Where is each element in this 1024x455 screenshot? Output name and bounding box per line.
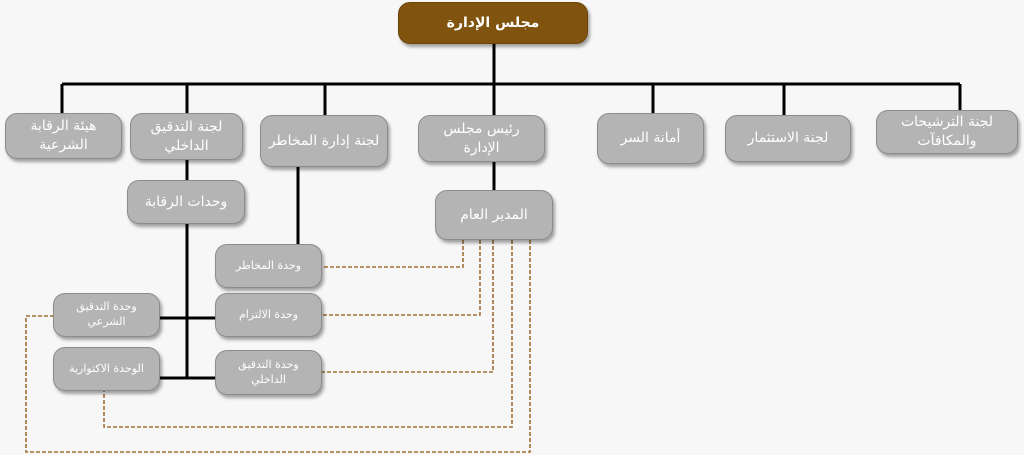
control-units-label: وحدات الرقابة	[144, 193, 228, 210]
control-units-box: وحدات الرقابة	[127, 180, 245, 224]
risk-unit-box: وحدة المخاطر	[215, 244, 322, 288]
general-manager-label: المدير العام	[460, 206, 528, 223]
general-manager-box: المدير العام	[435, 190, 553, 240]
internal-audit-unit-box: وحدة التدقيق الداخلي	[215, 350, 322, 395]
secretariat-box: أمانة السر	[597, 113, 704, 164]
nominations-committee-label: لجنة الترشيحات والمكافآت	[900, 114, 994, 149]
chairman-box: رئيس مجلس الإدارة	[418, 115, 545, 162]
board-label: مجلس الإدارة	[446, 14, 540, 31]
sharia-audit-unit-label: وحدة التدقيق الشرعي	[76, 300, 137, 328]
compliance-unit-box: وحدة الالتزام	[215, 293, 322, 337]
sharia-board-label: هيئة الرقابة الشرعية	[30, 118, 97, 153]
risk-unit-label: وحدة المخاطر	[235, 258, 302, 272]
investment-committee-box: لجنة الاستثمار	[725, 115, 851, 162]
risk-committee-label: لجنة إدارة المخاطر	[268, 132, 380, 149]
sharia-audit-unit-box: وحدة التدقيق الشرعي	[53, 293, 160, 337]
investment-committee-label: لجنة الاستثمار	[747, 130, 829, 147]
dashed-reporting-lines	[25, 240, 531, 453]
nominations-committee-box: لجنة الترشيحات والمكافآت	[876, 110, 1018, 154]
internal-audit-unit-label: وحدة التدقيق الداخلي	[238, 357, 299, 386]
sharia-board-box: هيئة الرقابة الشرعية	[5, 113, 122, 159]
secretariat-label: أمانة السر	[620, 130, 681, 147]
actuarial-unit-box: الوحدة الاكتوارية	[53, 347, 160, 391]
board-of-directors-box: مجلس الإدارة	[398, 2, 588, 44]
risk-committee-box: لجنة إدارة المخاطر	[260, 115, 388, 167]
audit-committee-box: لجنة التدقيق الداخلي	[130, 113, 243, 160]
chairman-label: رئيس مجلس الإدارة	[443, 120, 520, 156]
audit-committee-label: لجنة التدقيق الداخلي	[150, 118, 223, 154]
actuarial-unit-label: الوحدة الاكتوارية	[69, 361, 144, 375]
compliance-unit-label: وحدة الالتزام	[238, 307, 299, 321]
